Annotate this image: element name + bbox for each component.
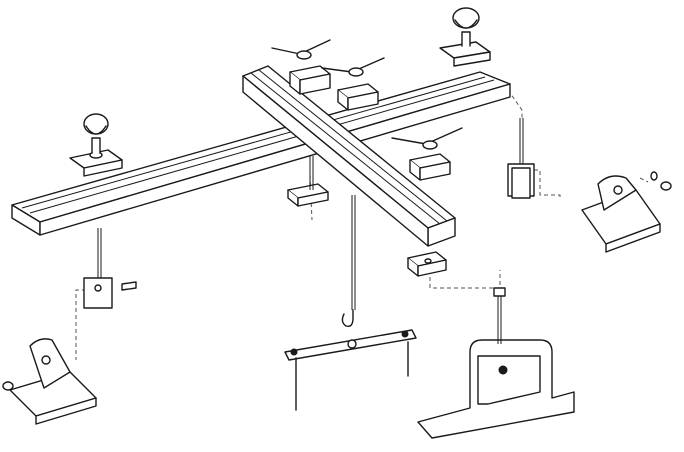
knob-clamp-left (69, 113, 123, 177)
right-support-foot (581, 171, 672, 253)
wing-nut-clamp-3 (391, 127, 463, 181)
threaded-rod-right (507, 118, 535, 199)
bracket-center (287, 156, 329, 207)
threaded-rod-left (83, 228, 137, 309)
chain-spreader-bar (284, 329, 417, 411)
bracket-front (407, 251, 447, 277)
wing-nut-clamp-1 (271, 39, 331, 95)
left-support-foot (2, 338, 97, 425)
crossbar-short (242, 65, 456, 247)
front-support-foot (417, 287, 575, 439)
crossbar-long (11, 71, 511, 236)
knob-clamp-right (439, 7, 491, 67)
wing-nut-clamp-2 (321, 57, 385, 111)
lifting-hook (341, 195, 356, 328)
